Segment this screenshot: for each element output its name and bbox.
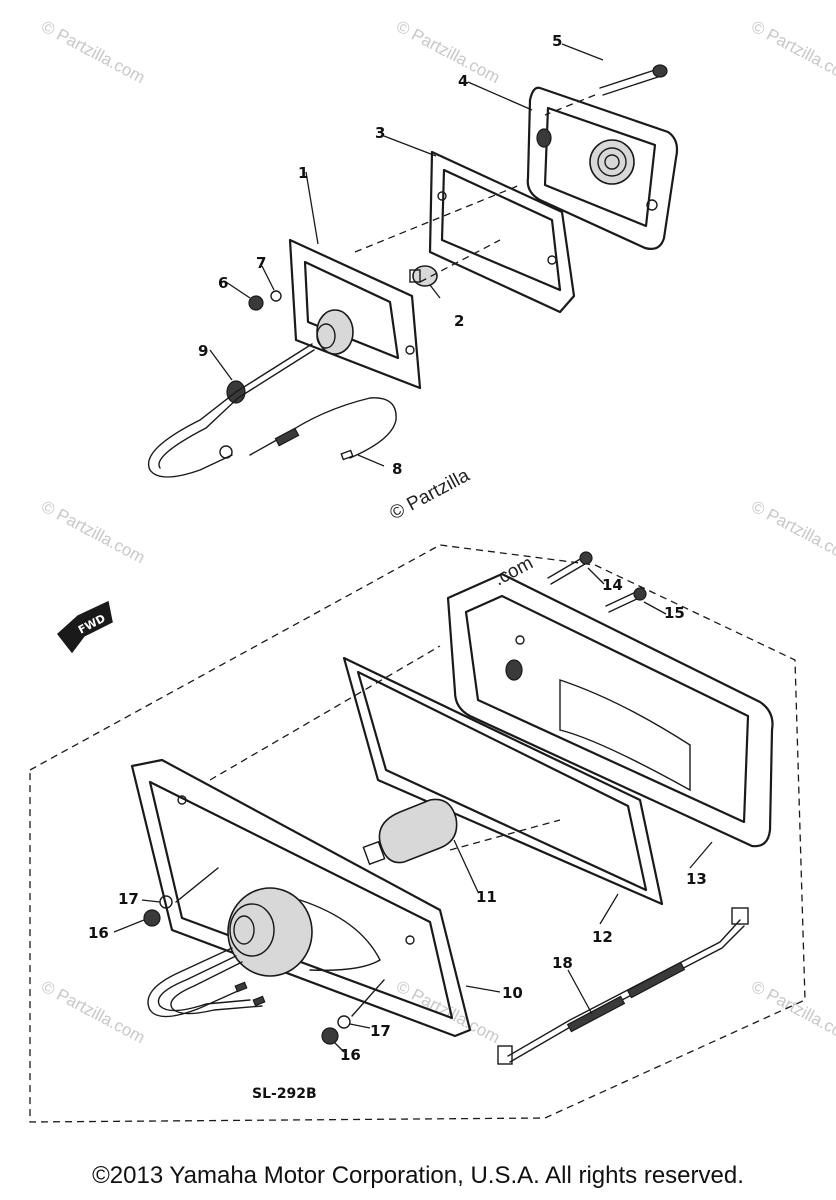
callout-16-lower: 16 (340, 1046, 361, 1064)
callout-8: 8 (392, 460, 402, 478)
copyright-footer: ©2013 Yamaha Motor Corporation, U.S.A. A… (92, 1162, 744, 1189)
callout-14: 14 (602, 576, 623, 594)
lens-housing-part-4 (526, 86, 679, 250)
lead-wire-part-8 (249, 397, 397, 461)
watermark: © Partzilla.com (748, 977, 836, 1048)
callout-11: 11 (476, 888, 497, 906)
bulb-part-11 (362, 798, 458, 866)
forward-arrow: FWD (56, 600, 113, 654)
callout-3: 3 (375, 124, 385, 142)
watermark: © Partzilla.com (748, 17, 836, 88)
bulb-part-2 (409, 265, 438, 287)
callout-15: 15 (664, 604, 685, 622)
callout-6: 6 (218, 274, 228, 292)
watermark-center: .com (490, 553, 536, 591)
callout-13: 13 (686, 870, 707, 888)
watermark: © Partzilla.com (38, 17, 148, 88)
assembly-boundary (29, 544, 806, 1123)
gasket-part-12 (342, 656, 664, 906)
lower-assembly (113, 551, 774, 1065)
callout-9: 9 (198, 342, 208, 360)
wiring-loops (147, 947, 266, 1018)
callout-1: 1 (298, 164, 308, 182)
nut-washer-parts-6-7 (248, 290, 282, 311)
callout-7: 7 (256, 254, 266, 272)
grommet-part-9 (148, 343, 315, 478)
watermark: © Partzilla.com (393, 977, 503, 1048)
watermark: © Partzilla.com (38, 497, 148, 568)
drawing-code: SL-292B (252, 1086, 317, 1102)
watermark: © Partzilla.com (748, 497, 836, 568)
upper-assembly (148, 43, 679, 478)
watermark: © Partzilla.com (38, 977, 148, 1048)
callout-10: 10 (502, 984, 523, 1002)
callout-17: 17 (118, 890, 139, 908)
callout-17-lower: 17 (370, 1022, 391, 1040)
harness-part-18 (497, 907, 749, 1065)
base-part-10 (130, 758, 472, 1038)
base-part-1 (288, 238, 422, 390)
fasteners-parts-16-17 (143, 867, 385, 1045)
screw-part-5 (599, 64, 668, 96)
watermark: © Partzilla.com (393, 17, 503, 88)
callout-16: 16 (88, 924, 109, 942)
callout-2: 2 (454, 312, 464, 330)
callout-4: 4 (458, 72, 468, 90)
callout-18: 18 (552, 954, 573, 972)
callout-12: 12 (592, 928, 613, 946)
gasket-part-3 (428, 150, 576, 314)
lens-housing-part-13 (446, 572, 774, 848)
callout-5: 5 (552, 32, 562, 50)
screws-parts-14-15 (547, 551, 647, 613)
